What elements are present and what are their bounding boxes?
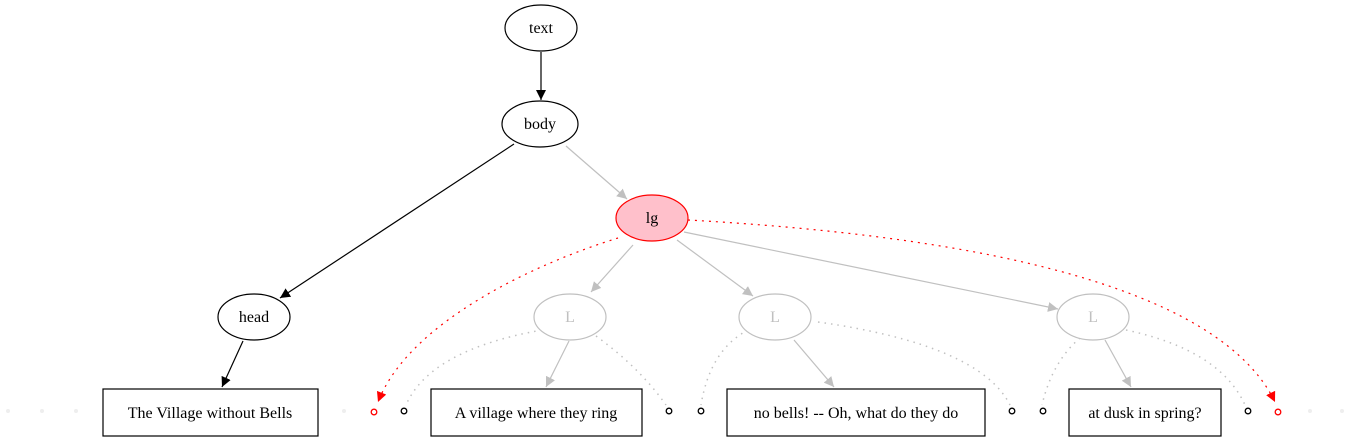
node-lg: lg (615, 194, 689, 242)
edge-l2-line2 (793, 339, 835, 388)
leaf-title-label: The Village without Bells (128, 405, 293, 422)
edge-body-lg (565, 145, 628, 200)
terminal-dot (1274, 408, 1282, 416)
terminal-dot (1039, 407, 1047, 415)
edge-l3-line3 (1104, 339, 1132, 388)
leaf-line3: at dusk in spring? (1068, 388, 1222, 437)
edges-highlight (376, 219, 1276, 403)
edge-body-head (279, 143, 515, 299)
edge-head-title (221, 340, 244, 388)
edge-lg-l2 (676, 239, 754, 297)
leaf-line1-label: A village where they ring (455, 405, 618, 422)
edge-l1-line1 (545, 340, 570, 388)
edges-faded (545, 145, 1132, 388)
terminal-dot (400, 407, 408, 415)
node-lg-label: lg (646, 210, 658, 227)
edges-main (221, 52, 546, 388)
node-l2: L (738, 293, 812, 341)
node-l1: L (533, 293, 607, 341)
leaf-title: The Village without Bells (102, 388, 319, 437)
leaf-line3-label: at dusk in spring? (1088, 405, 1201, 422)
baseline-dots (6, 409, 1344, 413)
node-body: body (501, 100, 579, 148)
edge-lg-l3 (683, 231, 1059, 312)
edge-lg-right-terminal (687, 219, 1276, 403)
node-body-label: body (524, 116, 556, 133)
node-text: text (504, 4, 578, 52)
node-l3: L (1056, 293, 1130, 341)
terminal-dot (665, 407, 673, 415)
node-l2-label: L (770, 309, 780, 326)
edge-lg-l1 (590, 244, 634, 293)
terminal-dot (1244, 407, 1252, 415)
node-head-label: head (239, 309, 269, 326)
edges-dotted (405, 321, 1246, 406)
node-text-label: text (529, 20, 554, 37)
leaf-line2-label: no bells! -- Oh, what do they do (754, 405, 958, 422)
terminal-dot (1008, 407, 1016, 415)
node-l1-label: L (565, 309, 575, 326)
terminal-dot (370, 408, 378, 416)
node-l3-label: L (1088, 309, 1098, 326)
terminals (370, 407, 1282, 416)
leaf-line1: A village where they ring (430, 388, 643, 437)
terminal-dot (697, 407, 705, 415)
leaf-line2: no bells! -- Oh, what do they do (726, 388, 986, 437)
node-head: head (217, 293, 291, 341)
